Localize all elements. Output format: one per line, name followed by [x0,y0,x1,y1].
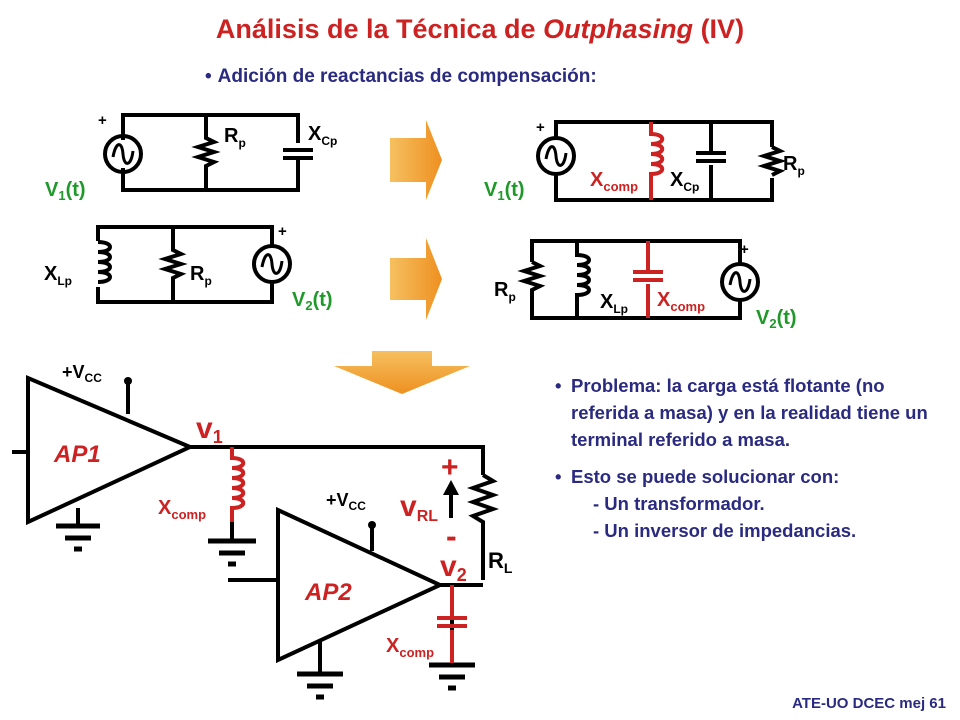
note-problem: •Problema: la carga está flotante (no re… [555,375,928,450]
xcomp-label: Xcomp [158,497,206,522]
solution-item: - Un inversor de impedancias. [593,520,857,541]
ap2-triangle [276,506,445,664]
footer-label: ATE-UO DCEC mej 61 [792,695,946,712]
rl-label: RL [488,548,513,576]
circuit-v1-original [103,113,313,192]
xcomp-capacitor [633,241,663,318]
plus-sign: + [278,223,287,240]
ap1-label: AP1 [53,441,101,468]
ac-source-icon [720,262,760,302]
vcc2-label: +VCC [326,490,366,513]
vcc1-label: +VCC [62,362,102,385]
right-arrow-1 [390,120,442,200]
bullet: • [205,66,212,87]
down-arrow [334,351,470,394]
xcomp-capacitor [437,600,467,663]
ac-source-icon [103,134,143,174]
xcomp-inductor [230,447,246,522]
plus-sign: + [98,112,107,129]
xcp-label: XCp [308,123,337,148]
ap2-label: AP2 [304,579,352,606]
vrl-label: vRL [400,490,438,525]
xcomp-label: Xcomp [657,289,705,314]
rp-label: Rp [190,263,212,288]
rp-label: Rp [224,125,246,150]
right-arrow-2 [390,238,442,320]
xlp-label: XLp [600,291,628,316]
voltage-arrow-head [443,480,459,495]
circuit-v2-original [96,225,292,304]
v1-label: v1 [196,412,223,447]
subtitle: •Adición de reactancias de compensación: [205,66,597,87]
rp-label: Rp [783,153,805,178]
plus-sign: + [740,241,749,258]
vcc-terminal [368,521,376,529]
xcomp-inductor [649,122,665,200]
ac-source-icon [536,136,576,176]
circuit-v1-compensated [536,120,787,202]
v1t-label: V1(t) [484,179,525,203]
circuit-v2-compensated [517,239,760,320]
xcp-label: XCp [670,169,699,194]
v1t-label: V1(t) [45,179,86,203]
minus-polarity: - [446,518,457,554]
plus-sign: + [536,119,545,136]
ac-source-icon [252,244,292,284]
notes-panel: •Problema: la carga está flotante (no re… [555,372,945,544]
v2t-label: V2(t) [292,289,333,313]
solution-item: - Un transformador. [593,493,765,514]
v2t-label: V2(t) [756,307,797,331]
xcomp-label: Xcomp [386,635,434,660]
vcc-terminal [124,377,132,385]
rp-label: Rp [494,279,516,304]
plus-polarity: + [441,451,459,484]
xcomp-label: Xcomp [590,169,638,194]
note-solution: •Esto se puede solucionar con: [555,466,840,487]
v2-label: v2 [440,550,467,585]
page-title: Análisis de la Técnica de Outphasing (IV… [215,14,745,44]
xlp-label: XLp [44,263,72,288]
